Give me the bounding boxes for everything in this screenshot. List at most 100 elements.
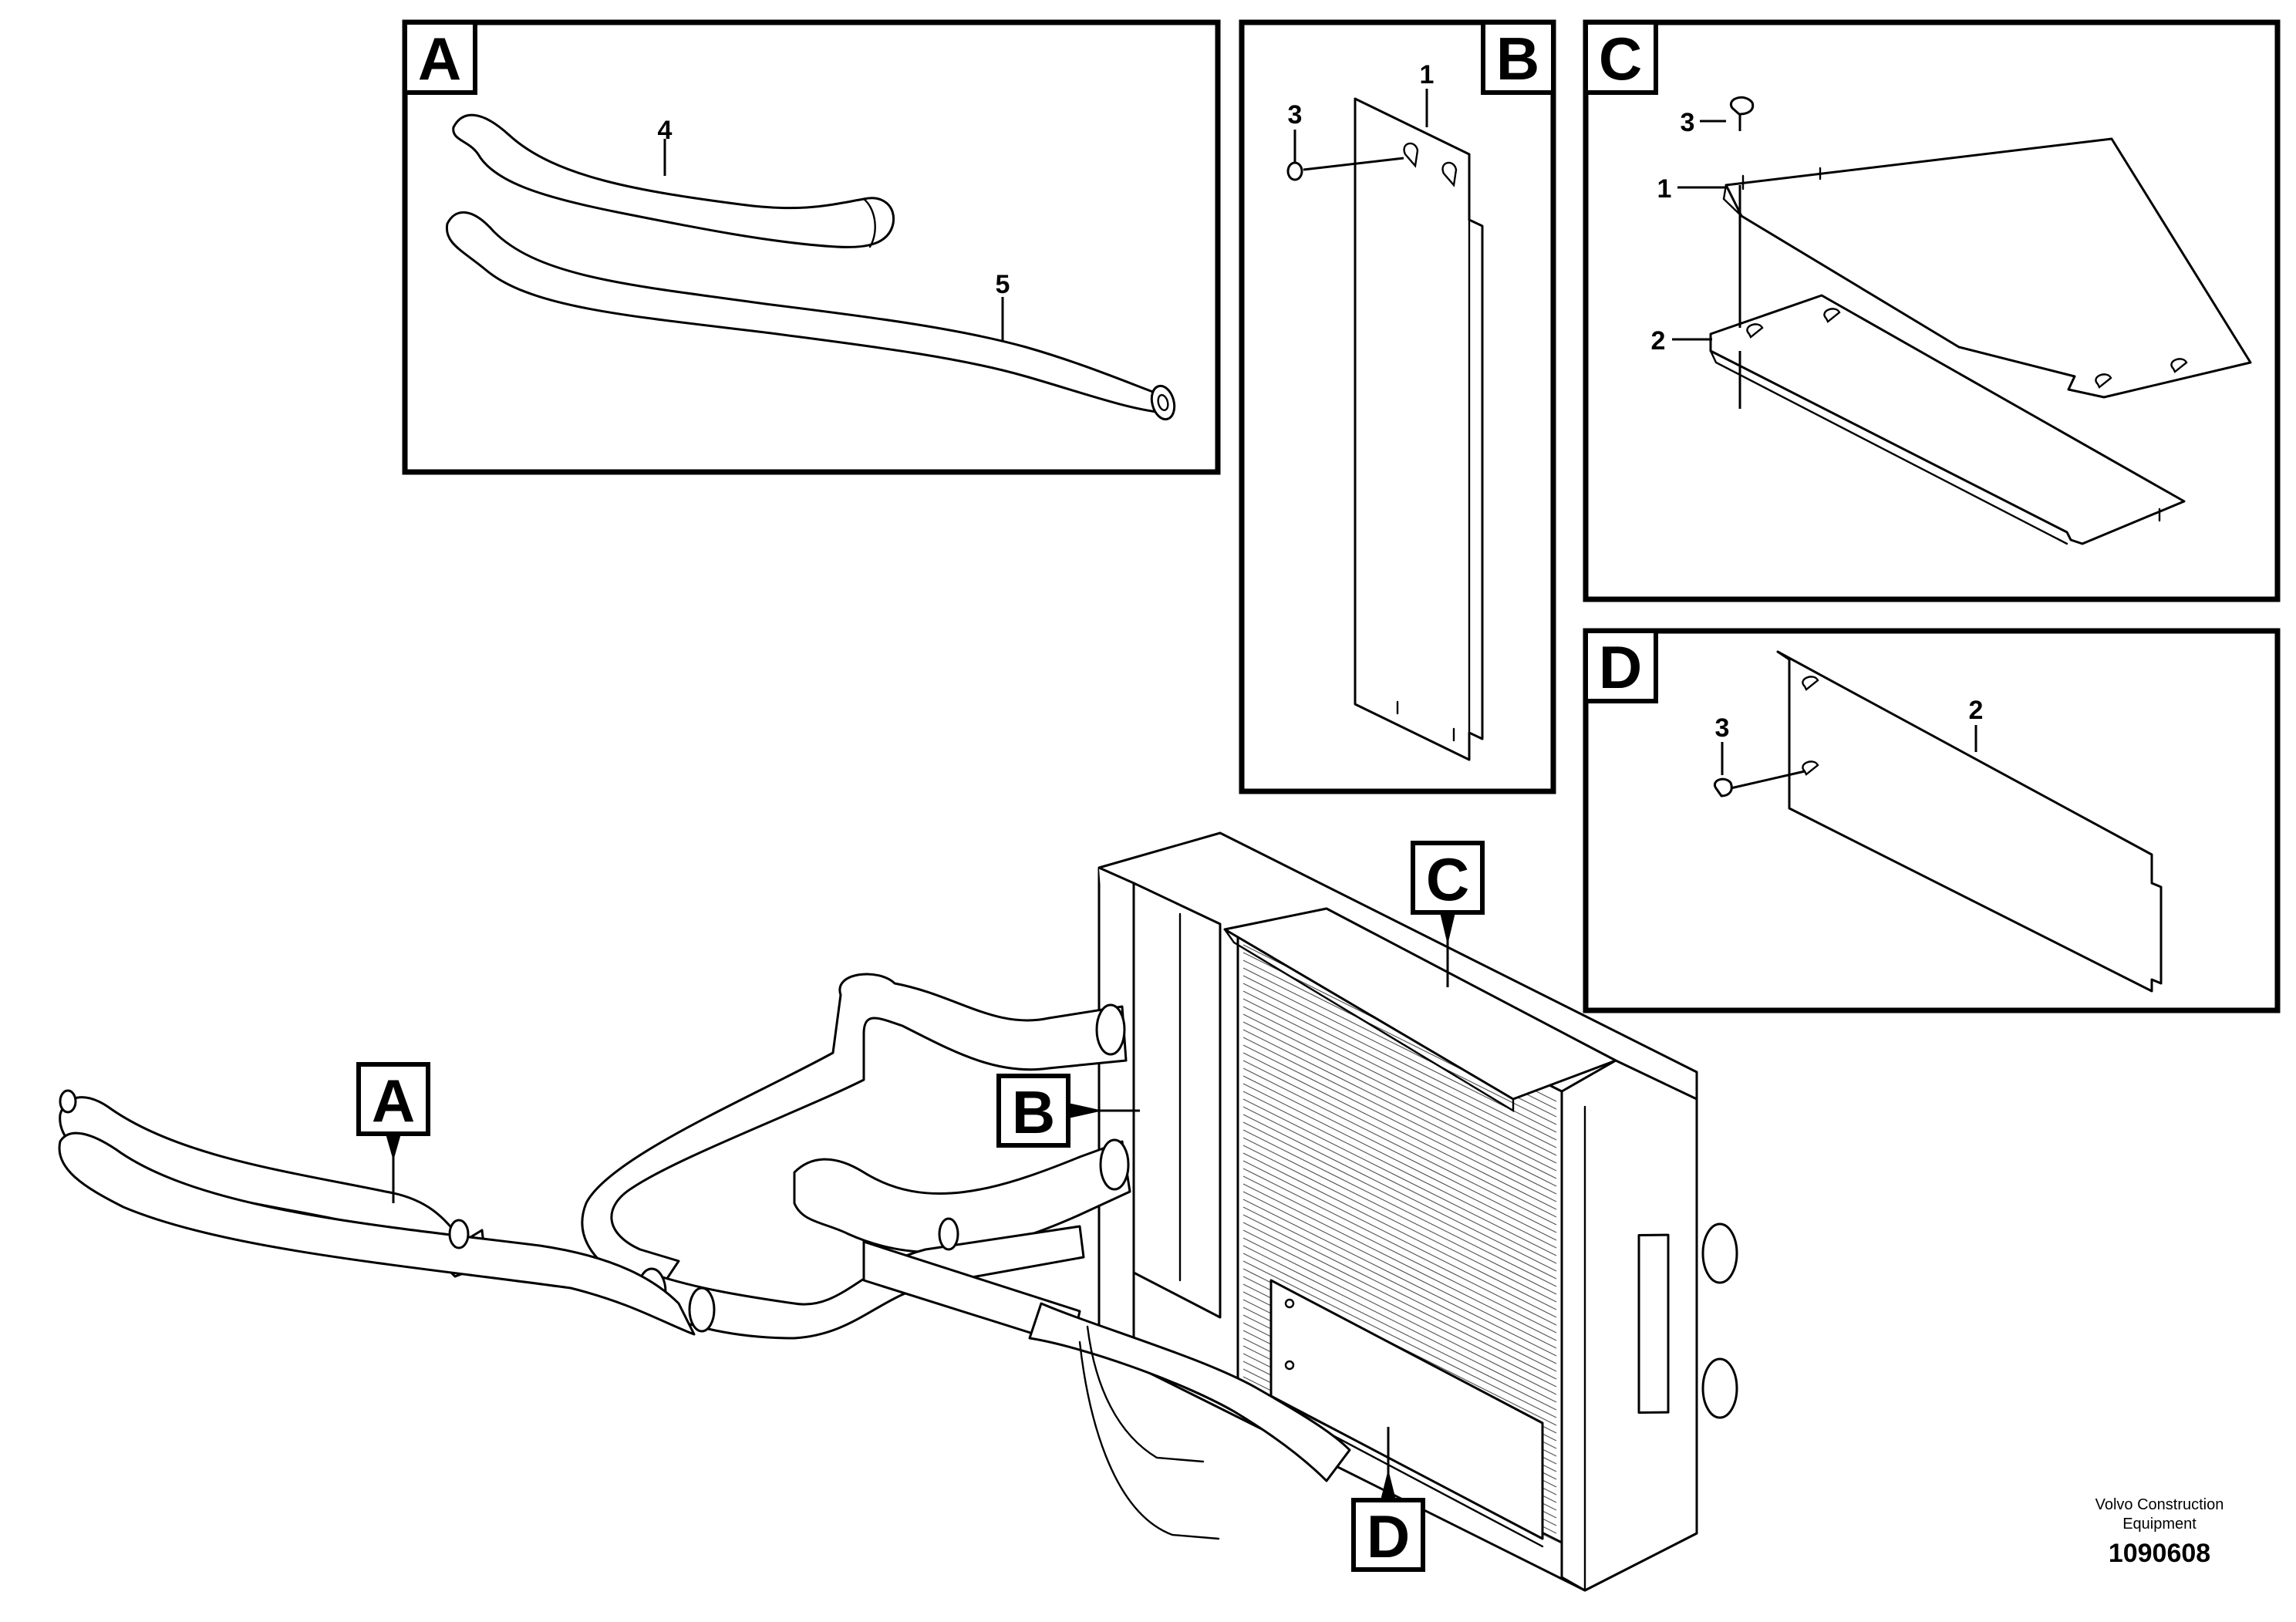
callout-3-c: 3: [1681, 108, 1695, 137]
detail-frame-a: [402, 19, 1221, 475]
radiator-fin-line: [1242, 1129, 1557, 1287]
lower-panel-keyhole-2: [1802, 760, 1819, 776]
plate-2-keyhole-1: [1746, 323, 1764, 339]
top-plate-2-flange: [1709, 349, 2068, 545]
lower-panel-bolt-1: [1284, 1298, 1295, 1309]
radiator-fin-line: [1242, 990, 1557, 1148]
radiator-fin-line: [1242, 1121, 1557, 1280]
drain-line-2: [1078, 1340, 1220, 1540]
detail-tag-b: B: [1496, 25, 1539, 93]
main-tag-c-group: C: [1411, 841, 1485, 987]
radiator-fin-line: [1242, 1199, 1557, 1357]
right-port-lower: [1701, 1357, 1738, 1419]
plate-1-keyhole-1: [2170, 358, 2188, 373]
detail-view-c: C 3 1 2: [1583, 19, 2281, 602]
lower-panel-bolt-2: [1284, 1360, 1295, 1371]
radiator-fin-line: [1242, 1183, 1557, 1341]
radiator-fin-line: [1242, 1083, 1557, 1241]
screw-head-d: [1713, 777, 1733, 798]
radiator-fin-line: [1242, 998, 1557, 1156]
main-tag-box-a: [356, 1062, 430, 1136]
pipe-clamp-5: [1099, 1138, 1130, 1191]
radiator-fin-line: [1242, 1052, 1557, 1210]
plate-2-keyhole-2: [1823, 308, 1841, 323]
main-hose-lower: [58, 1131, 696, 1336]
radiator-fin-line: [1242, 1191, 1557, 1349]
radiator-fin-line: [1242, 1037, 1557, 1195]
radiator-fin-line: [1242, 1098, 1557, 1256]
radiator-fin-line: [1242, 1237, 1557, 1395]
right-tank-bracket: [1637, 1233, 1670, 1414]
pipe-clamp-3: [938, 1217, 959, 1251]
screw-head-b: [1286, 161, 1303, 181]
screw-head-c: [1729, 96, 1755, 116]
radiator-fin-line: [1242, 1145, 1557, 1303]
main-tag-a: A: [372, 1067, 415, 1135]
radiator-fin-line: [1242, 1222, 1557, 1380]
radiator-fin-line: [1242, 1091, 1557, 1249]
hose-4-end-edge: [862, 197, 876, 248]
main-tag-c-arrow: [1440, 912, 1455, 945]
detail-view-d: D 3 2: [1583, 628, 2281, 1013]
main-lower-panel-d: [1269, 1279, 1544, 1540]
company-line-2: Equipment: [2122, 1516, 2197, 1533]
keyhole-slot-upper: [1403, 142, 1419, 168]
callout-1-c: 1: [1657, 174, 1672, 204]
main-tag-d-arrow: [1381, 1469, 1396, 1500]
radiator-fin-line: [1242, 1175, 1557, 1334]
company-line-1: Volvo Construction: [2095, 1496, 2224, 1513]
hose-part-4: [452, 113, 895, 248]
radiator-fin-line: [1242, 1137, 1557, 1295]
radiator-fin-line: [1242, 1229, 1557, 1388]
hose-5-open-end: [1150, 384, 1176, 421]
callout-4: 4: [658, 116, 673, 145]
hose-5-bore: [1157, 394, 1169, 411]
radiator-fin-line: [1242, 1044, 1557, 1202]
top-plate-part-2: [1709, 294, 2186, 545]
keyhole-slot-lower: [1441, 161, 1458, 187]
detail-tag-box-c: [1583, 20, 1658, 95]
lower-panel-top-edge: [1776, 650, 1791, 661]
drawing-footer: Volvo Construction Equipment 1090608: [2095, 1496, 2224, 1568]
lower-panel-keyhole-1: [1802, 676, 1819, 691]
radiator-right-tank: [1560, 1059, 1698, 1592]
radiator-fin-line: [1242, 1106, 1557, 1264]
radiator-fin-line: [1242, 1060, 1557, 1218]
radiator-fin-line: [1242, 1075, 1557, 1233]
side-panel-part-1: [1354, 97, 1484, 761]
lower-panel-part-2: [1776, 650, 2163, 993]
radiator-fin-line: [1242, 1160, 1557, 1318]
detail-tag-box-a: [403, 20, 477, 95]
lower-coolant-pipe: [646, 1225, 1085, 1340]
callout-3-d: 3: [1715, 713, 1730, 743]
main-tag-b-arrow: [1068, 1103, 1103, 1118]
callout-5: 5: [996, 270, 1010, 299]
detail-view-b: B 3 1: [1239, 19, 1556, 794]
main-tag-a-arrow: [386, 1134, 401, 1161]
detail-tag-c: C: [1599, 25, 1642, 93]
main-tag-d-group: D: [1351, 1427, 1425, 1572]
drawing-number: 1090608: [2109, 1539, 2210, 1568]
pipe-clamp-4: [1095, 1003, 1126, 1056]
radiator-fin-line: [1242, 1114, 1557, 1272]
detail-tag-d: D: [1599, 633, 1642, 701]
main-tag-box-c: [1411, 841, 1485, 915]
main-hose-end: [59, 1089, 77, 1114]
radiator-fin-line: [1242, 1067, 1557, 1226]
main-side-plate-b: [1132, 882, 1222, 1319]
main-tag-a-group: A: [356, 1062, 430, 1203]
radiator-fin-line: [1242, 1245, 1557, 1403]
radiator-fin-line: [1242, 1260, 1557, 1418]
drain-line-1: [1086, 1325, 1205, 1463]
top-plate-1-flange: [1722, 184, 1743, 218]
radiator-fin-line: [1242, 1253, 1557, 1411]
outlet-hose: [1028, 1302, 1351, 1482]
upper-coolant-pipe: [581, 973, 1128, 1297]
main-tag-b-group: B: [996, 1074, 1140, 1148]
callout-2-d: 2: [1969, 696, 1984, 725]
radiator-fin-line: [1242, 983, 1557, 1141]
detail-tag-box-b: [1481, 20, 1556, 95]
callout-3-b: 3: [1288, 100, 1303, 130]
screw-axis-d: [1730, 770, 1805, 790]
